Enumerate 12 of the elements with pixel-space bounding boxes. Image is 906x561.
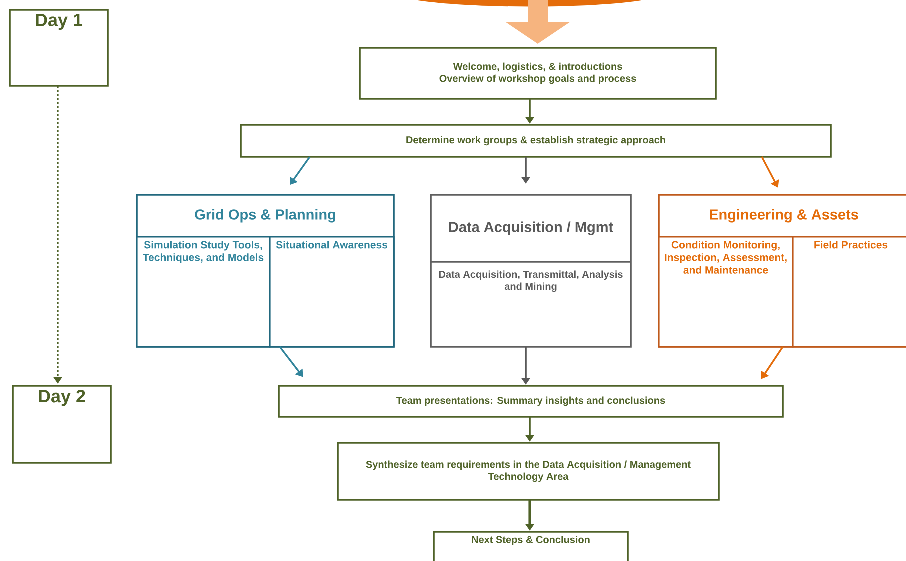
process-box: Welcome, logistics, & introductions Overview of workshop goals and process (359, 47, 717, 100)
topic-cell: Field Practices (792, 236, 906, 348)
topic-cell: Simulation Study Tools, Techniques, and Models (136, 236, 271, 348)
topic-cell: Condition Monitoring, Inspection, Assessment, and Maintenance (658, 236, 794, 348)
group-box: Data Acquisition / Mgmt Data Acquisition, Transmittal, Analysis and Mining (430, 194, 632, 348)
process-box: Determine work groups & establish strategic approach (240, 124, 832, 158)
process-box: Synthesize team requirements in the Data Acquisition / Management Technology Area (337, 442, 720, 501)
day-box: Day 1 (9, 9, 109, 87)
day-box: Day 2 (12, 385, 112, 464)
process-box: Next Steps & Conclusion (433, 531, 629, 561)
topic-cell: Situational Awareness (269, 236, 395, 348)
process-box: Team presentations: Summary insights and conclusions (278, 385, 784, 418)
